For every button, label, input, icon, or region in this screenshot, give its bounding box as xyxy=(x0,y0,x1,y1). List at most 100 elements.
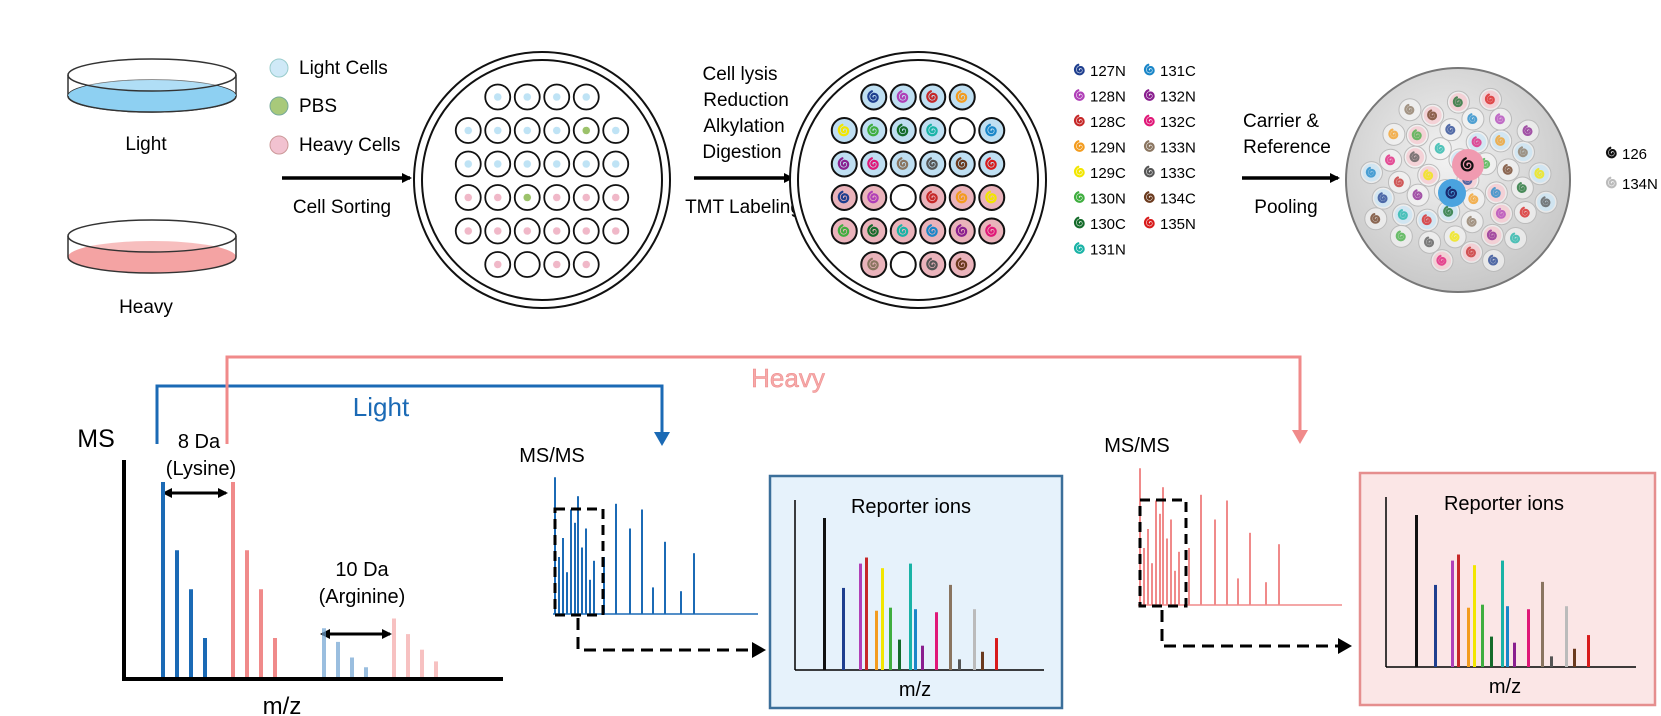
tmt-tag-icon xyxy=(1436,254,1447,266)
tmt-channel-label: 128C xyxy=(1090,114,1126,131)
tmt-tag-icon xyxy=(955,224,968,237)
tmt-tag-icon xyxy=(837,224,850,237)
cell-dot-icon xyxy=(523,126,532,135)
reporter-ion-130n xyxy=(1481,604,1484,667)
tmt-tag-icon xyxy=(1452,96,1463,108)
light-flow: Light xyxy=(155,384,670,446)
light-msms-spectrum: MS/MS xyxy=(519,445,766,658)
heavy-flow-label: Heavy xyxy=(751,363,825,393)
cell-dot-icon xyxy=(523,193,532,202)
ms-title: MS xyxy=(77,425,115,453)
lysine-shift-value: 8 Da xyxy=(178,431,221,453)
ms-peak xyxy=(350,657,354,677)
light-dish: Light xyxy=(67,58,237,155)
tmt-tag-icon xyxy=(1486,229,1497,241)
tmt-tag-icon xyxy=(1534,167,1545,179)
tmt-tag-icon xyxy=(1421,214,1432,226)
reporter-ion-126 xyxy=(823,518,826,670)
heavy-reporter-xlabel: m/z xyxy=(1489,676,1521,698)
reporter-ion-131c xyxy=(1506,606,1509,667)
ms-peak xyxy=(189,589,193,677)
carrier-label-2: Reference xyxy=(1243,137,1331,158)
cell-dot-icon xyxy=(464,226,473,236)
tmt-tag-icon xyxy=(896,224,909,237)
reporter-ion-129n xyxy=(1467,607,1470,667)
tmt-130c-icon xyxy=(1073,216,1085,229)
tmt-tag-icon xyxy=(1540,196,1551,208)
tmt-tag-icon xyxy=(985,157,997,170)
cell-dot-icon xyxy=(611,193,620,202)
tmt-tag-icon xyxy=(1517,146,1528,158)
ms-peak xyxy=(322,628,326,677)
ms-peak xyxy=(259,589,263,677)
reporter-ion-133c xyxy=(1550,656,1553,667)
tmt-tag-icon xyxy=(955,157,968,170)
tmt-tag-icon xyxy=(837,157,850,170)
reporter-ion-133n xyxy=(1541,581,1544,667)
tmt-tag-icon xyxy=(1377,192,1388,204)
ms-peak xyxy=(245,550,249,677)
tmt-tag-icon xyxy=(896,157,909,170)
tmt-channel-label: 132N xyxy=(1160,89,1196,106)
tmt-channel-label: 134C xyxy=(1160,191,1196,208)
tmt-tag-icon xyxy=(1393,176,1404,188)
cell-dot-icon xyxy=(552,126,561,135)
ms-peak xyxy=(392,618,396,677)
reporter-ion-126 xyxy=(1415,515,1418,667)
tmt-134c-icon xyxy=(1143,191,1155,203)
tmt-tag-icon xyxy=(1365,166,1376,178)
cell-dot-icon xyxy=(552,159,561,169)
light-dish-label: Light xyxy=(125,134,167,155)
tmt-tag-icon xyxy=(985,123,997,137)
reporter-ion-128n xyxy=(859,563,862,670)
reporter-ion-134c xyxy=(1573,648,1576,667)
ms-peak xyxy=(336,641,340,677)
tmt-tag-icon xyxy=(985,224,997,237)
cell-dot-icon xyxy=(582,260,591,269)
tmt-tag-icon xyxy=(1449,231,1460,242)
tmt-tag-icon xyxy=(1495,207,1506,219)
prep-steps: Cell lysis Reduction Alkylation Digestio… xyxy=(702,64,788,163)
tmt-tag-icon xyxy=(926,90,938,103)
cell-dot-icon xyxy=(493,92,502,102)
tmt-129n-icon xyxy=(1073,140,1085,152)
light-zoom-arrow xyxy=(576,618,760,652)
reporter-ion-130c xyxy=(898,639,901,670)
reporter-ion-133n xyxy=(949,584,952,670)
tmt-tag-icon xyxy=(1384,154,1396,166)
pool-126-icon xyxy=(1605,146,1617,159)
tmt-tag-icon xyxy=(1434,142,1445,154)
ms-spectrum: MS m/z 8 Da (Lysine) 10 Da (Arginine) xyxy=(77,425,503,716)
tmt-tag-icon xyxy=(867,157,879,170)
tmt-tag-icon xyxy=(1484,93,1495,105)
pbs-swatch-icon xyxy=(269,96,289,116)
tmt-128n-icon xyxy=(1073,89,1085,101)
tmt-130n-icon xyxy=(1073,191,1085,203)
cell-dot-icon xyxy=(582,193,591,202)
ms-peak xyxy=(161,482,165,677)
cell-dot-icon xyxy=(582,126,591,135)
reporter-ion-133c xyxy=(958,659,961,670)
ms-peak xyxy=(273,638,277,677)
tmt-tag-icon xyxy=(926,123,938,137)
well xyxy=(513,251,541,278)
tmt-131c-icon xyxy=(1143,63,1155,76)
tmt-133c-icon xyxy=(1143,165,1155,178)
cell-dot-icon xyxy=(493,226,502,236)
cell-legend: Light Cells PBS Heavy Cells xyxy=(269,58,400,156)
tmt-channel-label: 133N xyxy=(1160,140,1196,157)
cell-dot-icon xyxy=(464,159,473,169)
cell-dot-icon xyxy=(611,226,620,236)
pbs-label: PBS xyxy=(299,96,337,117)
cell-dot-icon xyxy=(582,92,591,102)
well xyxy=(889,184,917,211)
reporter-ion-134n xyxy=(1565,606,1568,667)
tmt-tag-icon xyxy=(955,257,968,271)
tmt-tag-icon xyxy=(1465,246,1476,258)
reporter-ion-131n xyxy=(1501,560,1504,667)
reporter-ion-127n xyxy=(1434,584,1437,667)
reporter-ion-134c xyxy=(981,651,984,670)
reporter-ion-131c xyxy=(914,609,917,670)
light-msms-title: MS/MS xyxy=(519,445,585,467)
